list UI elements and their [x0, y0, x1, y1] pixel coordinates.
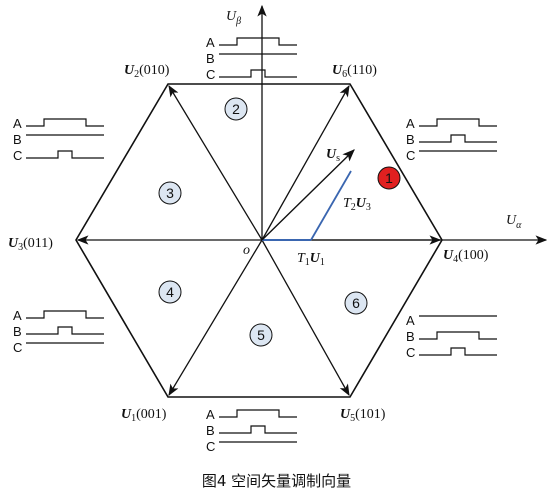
phase-label: C	[406, 148, 415, 163]
vector-u5-label: U5(101)	[340, 407, 386, 424]
phase-label: B	[13, 324, 22, 339]
phase-label: A	[13, 116, 22, 131]
phase-label: B	[206, 51, 215, 66]
switching-waveform-u6: ABC	[406, 116, 497, 163]
phase-label: A	[206, 35, 215, 50]
sector-number: 6	[352, 295, 360, 311]
phase-trace	[219, 69, 297, 78]
vector-u1-arrow	[168, 239, 263, 397]
switching-waveform-u2: ABC	[206, 35, 297, 82]
phase-label: B	[13, 132, 22, 147]
component-t1u1-label: T1U1	[297, 251, 325, 268]
phase-label: C	[206, 67, 215, 82]
sector-number: 2	[232, 101, 240, 117]
phase-trace	[219, 37, 297, 46]
hexagon-boundary	[75, 83, 443, 398]
sector-marker-5: 5	[249, 323, 273, 347]
sector-number: 4	[166, 284, 174, 300]
reference-vector-label: Us	[326, 147, 340, 164]
phase-trace	[219, 409, 297, 418]
vector-u2-arrow	[168, 84, 263, 241]
switching-waveform-u3: ABC	[13, 116, 104, 163]
phase-trace	[419, 118, 497, 127]
phase-trace	[26, 118, 104, 127]
component-t2u3-label: T2U3	[343, 196, 371, 213]
sector-number: 3	[166, 185, 174, 201]
alpha-axis-label: Uα	[506, 213, 522, 231]
phase-label: B	[206, 423, 215, 438]
origin-label: o	[243, 243, 250, 258]
phase-label: C	[206, 439, 215, 454]
phase-trace	[26, 326, 104, 335]
vector-u6-arrow	[261, 84, 350, 241]
sector-marker-4: 4	[158, 280, 182, 304]
phase-label: C	[406, 345, 415, 360]
phase-label: A	[13, 308, 22, 323]
phase-label: B	[406, 132, 415, 147]
vector-u2-label: U2(010)	[124, 63, 170, 80]
vector-u3-label: U3(011)	[8, 236, 53, 253]
phase-label: C	[13, 148, 22, 163]
phase-trace	[419, 134, 497, 143]
vector-u6-label: U6(110)	[332, 63, 377, 80]
sector-marker-3: 3	[158, 181, 182, 205]
phase-label: A	[206, 407, 215, 422]
phase-label: A	[406, 313, 415, 328]
switching-waveform-u4: ABC	[406, 313, 497, 360]
switching-waveform-u1: ABC	[13, 308, 104, 355]
phase-trace	[419, 331, 497, 340]
beta-axis-label: Uβ	[226, 9, 241, 27]
sector-number: 1	[385, 170, 393, 186]
sector-marker-6: 6	[344, 291, 368, 315]
sector-marker-2: 2	[224, 97, 248, 121]
phase-label: A	[406, 116, 415, 131]
vector-u1-label: U1(001)	[121, 407, 167, 424]
sector-marker-1: 1	[377, 166, 401, 190]
phase-trace	[219, 425, 297, 434]
vector-u4-label: U4(100)	[443, 248, 489, 265]
phase-label: B	[406, 329, 415, 344]
switching-waveform-u5: ABC	[206, 407, 297, 454]
phase-trace	[26, 310, 104, 319]
vector-u5-arrow	[261, 239, 350, 397]
reference-vector-us	[261, 149, 355, 241]
component-t2u3	[310, 170, 352, 241]
phase-trace	[26, 150, 104, 159]
sector-number: 5	[257, 327, 265, 343]
figure-caption: 图4 空间矢量调制向量	[201, 472, 352, 490]
phase-label: C	[13, 340, 22, 355]
phase-trace	[419, 347, 497, 356]
